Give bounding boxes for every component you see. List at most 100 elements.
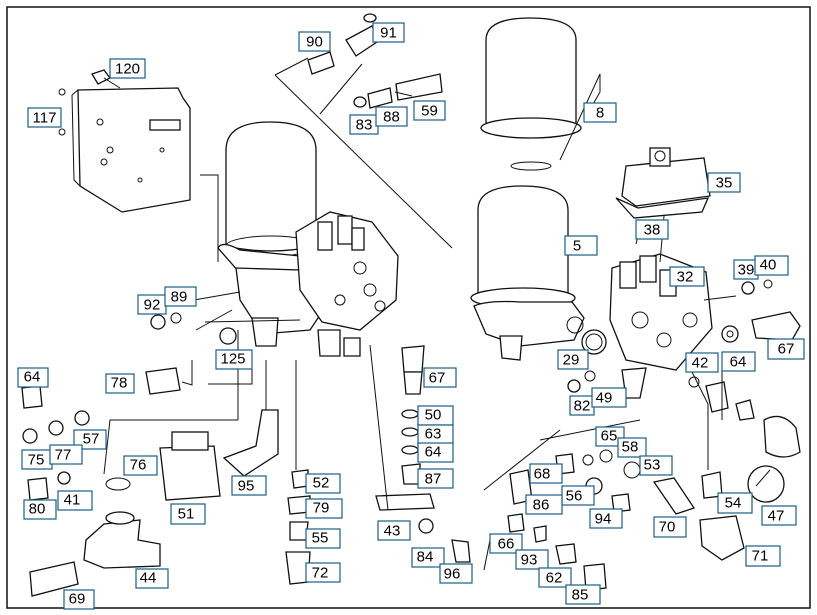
fittings-top-drawing [307,13,443,109]
svg-text:87: 87 [425,471,442,488]
callout-65: 64 [417,442,454,463]
mounting-bracket-drawing [58,69,191,213]
callout-68: 87 [417,468,454,489]
svg-text:93: 93 [521,552,538,569]
svg-text:120: 120 [115,61,140,78]
callout-125: 125 [215,349,253,370]
svg-text:35: 35 [716,175,733,192]
callout-49: 82 [569,395,595,416]
callout-53: 68 [529,463,563,484]
callout-93: 55 [305,528,341,549]
svg-text:67: 67 [778,341,795,358]
callout-64-right: 64 [721,351,756,372]
callout-58: 65 [595,426,625,447]
svg-text:59: 59 [421,103,438,120]
svg-text:65: 65 [601,428,618,445]
callout-69: 96 [439,563,473,584]
callout-44: 71 [745,545,781,567]
callout-8: 8 [583,102,617,123]
callout-50: 49 [591,387,627,408]
callout-62: 84 [411,547,445,568]
callout-87: 76 [123,455,158,476]
svg-text:83: 83 [356,117,373,134]
svg-text:38: 38 [644,222,661,239]
callout-77: 75 [21,449,53,470]
svg-text:88: 88 [383,109,400,126]
svg-text:51: 51 [178,506,195,523]
callout-94: 79 [305,498,343,519]
diagram-frame [6,6,811,609]
svg-text:125: 125 [220,351,245,368]
callout-66: 43 [377,520,411,541]
callout-73: 85 [565,584,601,605]
callout-89: 89 [164,286,197,307]
svg-text:117: 117 [33,110,57,127]
svg-text:56: 56 [566,488,583,505]
callout-78: 64 [17,367,49,388]
callout-41: 47 [761,505,797,526]
svg-text:64: 64 [425,444,442,461]
callout-43: 51 [170,503,206,525]
callout-52: 56 [561,485,595,506]
svg-text:95: 95 [238,478,255,495]
callout-67-center: 67 [423,367,457,388]
svg-text:39: 39 [738,262,755,279]
svg-text:54: 54 [725,495,742,512]
air-dryer-assembly-drawing [217,121,399,357]
svg-text:41: 41 [64,492,81,509]
svg-text:85: 85 [572,587,589,604]
svg-text:84: 84 [417,549,434,566]
svg-text:78: 78 [111,375,128,392]
callout-117: 117 [27,107,62,128]
svg-text:64: 64 [730,354,747,371]
svg-text:67: 67 [429,370,446,387]
svg-text:66: 66 [498,536,515,553]
callout-72: 62 [538,567,572,588]
callout-71: 93 [515,549,549,570]
callout-80: 41 [57,490,93,511]
callout-59: 59 [413,100,446,121]
callout-56: 53 [639,455,673,476]
callout-83: 83 [349,114,379,135]
svg-text:82: 82 [574,398,591,415]
svg-text:69: 69 [69,591,86,608]
svg-text:80: 80 [29,501,46,518]
svg-text:89: 89 [171,289,188,306]
callout-92: 92 [137,294,167,315]
callout-85: 69 [63,589,95,610]
svg-text:70: 70 [659,519,676,536]
svg-text:68: 68 [534,466,551,483]
callout-88: 88 [375,106,408,127]
svg-text:47: 47 [768,508,785,525]
callout-64-center: 63 [417,424,454,445]
air-dryer-drawing [470,185,585,361]
callout-29: 29 [557,349,589,370]
callout-90: 90 [298,31,331,52]
callout-55: 70 [653,516,687,538]
callout-labels: 120 90 91 117 83 88 59 8 35 38 5 32 39 4… [17,22,805,610]
callout-75: 57 [73,429,107,450]
svg-text:43: 43 [384,523,401,540]
svg-text:42: 42 [692,355,709,372]
svg-text:52: 52 [313,475,330,492]
svg-text:72: 72 [312,565,329,582]
callout-35: 35 [707,172,741,193]
svg-text:91: 91 [380,25,397,42]
svg-text:94: 94 [595,511,612,528]
callout-47: 54 [717,492,753,514]
svg-text:92: 92 [144,297,161,314]
control-module-drawing [615,147,711,219]
svg-text:58: 58 [622,439,639,456]
callout-79: 80 [23,499,57,520]
callout-63: 50 [417,405,454,426]
svg-text:53: 53 [644,457,661,474]
dryer-cartridge-drawing [480,17,582,171]
svg-text:71: 71 [752,548,769,565]
svg-text:8: 8 [596,105,604,122]
svg-text:32: 32 [677,269,694,286]
callout-96: 72 [305,562,341,583]
svg-text:40: 40 [760,257,777,274]
svg-text:79: 79 [313,500,330,517]
svg-text:62: 62 [546,570,563,587]
